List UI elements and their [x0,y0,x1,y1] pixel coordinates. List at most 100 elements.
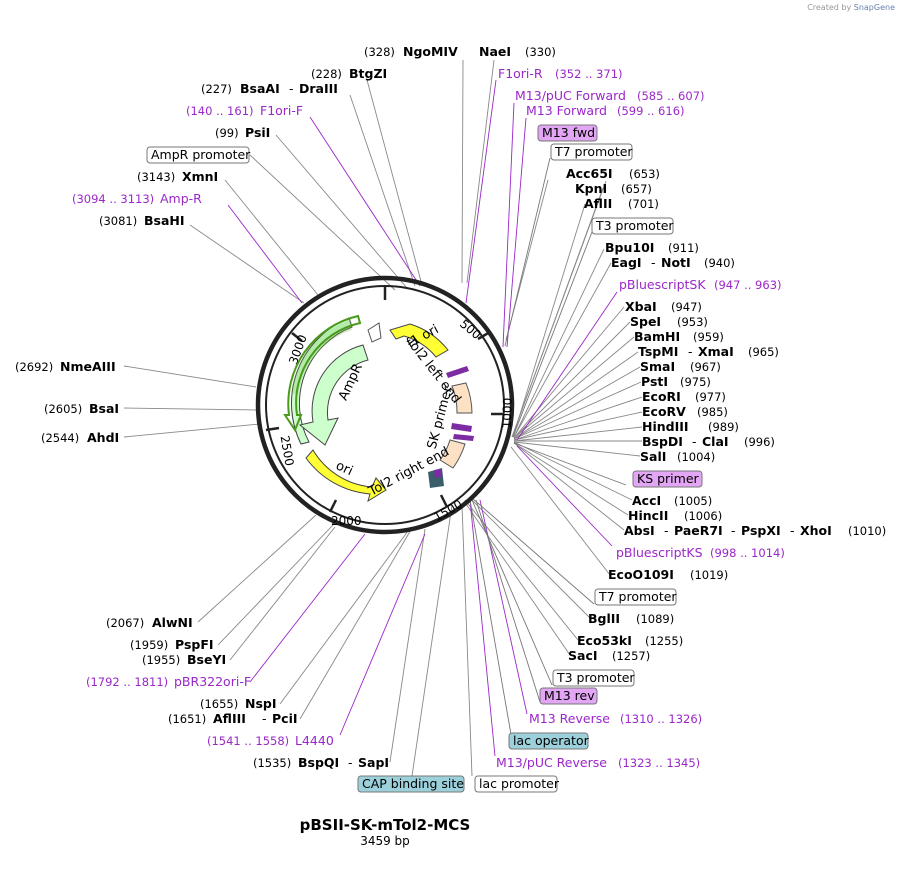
svg-text:BglII(1089): BglII(1089) [588,611,674,626]
sali-name: SalI [640,449,666,464]
t3-promoter-label-2: T3 promoter [556,670,635,685]
pspfi-pos: (1959) [130,638,168,652]
primer-mark-2 [451,423,472,432]
m13-reverse-name: M13 Reverse [529,711,610,726]
svg-text:(1651)AflIII-PciI: (1651)AflIII-PciI [168,711,298,726]
f1-ori-arrow [389,323,449,358]
m13-forward-range: (599 .. 616) [617,104,685,118]
top-labels: (328)NgoMIV NaeI(330) [364,44,556,59]
m13-rev-label: M13 rev [544,688,595,703]
bamhi-name: BamHI [634,329,680,344]
m13-reverse-range: (1310 .. 1326) [620,712,702,726]
t7-promoter-box-2 [594,588,677,606]
bpu10i-pos: (911) [668,241,699,255]
bspqi-pos: (1535) [253,756,291,770]
m13puc-fwd-name: M13/pUC Forward [515,88,626,103]
eagi-pos: (940) [704,256,735,270]
saci-pos: (1257) [612,649,650,663]
bseyi-pos: (1955) [142,653,180,667]
svg-text:AflII(701): AflII(701) [584,196,659,211]
pspxi-name: PspXI [741,523,781,538]
m13-fwd-label: M13 fwd [542,125,595,140]
svg-text:(1959)PspFI: (1959)PspFI [130,637,214,652]
svg-text:(1535)BspQI-SapI: (1535)BspQI-SapI [253,755,389,770]
ecori-name: EcoRI [642,389,681,404]
clai-name: ClaI [702,434,729,449]
psii-pos: (99) [215,126,239,140]
svg-text:(3143)XmnI: (3143)XmnI [137,169,218,184]
m13puc-rev-range: (1323 .. 1345) [618,756,700,770]
paer7i-name: PaeR7I [674,523,723,538]
svg-text:TspMI-XmaI(965): TspMI-XmaI(965) [638,344,779,359]
credit-prefix: Created by [807,3,852,12]
svg-text:(3081)BsaHI: (3081)BsaHI [99,213,185,228]
svg-text:(2605)BsaI: (2605)BsaI [44,401,119,416]
absi-sep3: - [790,523,795,538]
bsaai-name: BsaAI [240,81,280,96]
tick-2500: 2500 [278,434,297,467]
lac-operator-label: lac operator [513,733,590,748]
svg-text:NaeI(330): NaeI(330) [479,44,556,59]
svg-text:pBluescriptSK(947 .. 963): pBluescriptSK(947 .. 963) [619,277,782,292]
psii-name: PsiI [245,125,270,140]
bspdi-name: BspDI [642,434,683,449]
eagi-sep: - [651,255,656,270]
svg-text:(227)BsaAI-DraIII: (227)BsaAI-DraIII [201,81,338,96]
nspi-name: NspI [245,696,277,711]
m13-fwd-box [537,124,598,142]
xbai-pos: (947) [671,300,702,314]
bspqi-name: BspQI [298,755,339,770]
pcii-name: PciI [272,711,298,726]
feature-arrows [283,314,474,503]
svg-text:XbaI(947): XbaI (947) [625,299,702,314]
nmeaiii-pos: (2692) [15,360,53,374]
xmni-pos: (3143) [137,170,175,184]
t3-promoter-label-1: T3 promoter [595,218,674,233]
bsaai-sep: - [289,81,294,96]
kpni-name: KpnI [575,181,607,196]
alwni-pos: (2067) [106,616,144,630]
snapgene-credit: Created by SnapGene [807,3,895,12]
tspmi-pos: (965) [748,345,779,359]
noti-name: NotI [661,255,691,270]
ngomiv-name: NgoMIV [403,44,458,59]
naei-pos: (330) [525,45,556,59]
svg-text:pBluescriptKS(998 .. 1014): pBluescriptKS(998 .. 1014) [616,545,785,560]
f1ori-r-name: F1ori-R [498,66,543,81]
btgzi-pos: (228) [311,67,342,81]
lac-promoter-box [474,775,558,793]
m13-rev-box [539,687,598,705]
svg-text:(2067)AlwNI: (2067) AlwNI [106,615,193,630]
svg-text:EcoO109I(1019): EcoO109I(1019) [608,567,728,582]
primer-mark-3 [453,434,474,441]
left-labels: (228)BtgZI (227)BsaAI-DraIII (140 .. 161… [15,66,389,770]
hincii-name: HincII [628,508,668,523]
ampr-inner-line [283,314,362,433]
amp-r-name: Amp-R [160,191,202,206]
absi-sep2: - [731,523,736,538]
t3-promoter-box-1 [591,217,674,235]
btgzi-name: BtgZI [349,66,387,81]
xbai-name: XbaI [625,299,657,314]
ks-primer-label: KS primer [637,471,700,486]
pbluescriptks-name: pBluescriptKS [616,545,703,560]
bglii-pos: (1089) [636,612,674,626]
f1ori-f-name: F1ori-F [260,103,303,118]
saci-name: SacI [568,648,598,663]
afliii-name: AflIII [213,711,246,726]
ampr-promoter-arrow [367,322,382,343]
ahdi-pos: (2544) [41,431,79,445]
l4440-range: (1541 .. 1558) [207,734,289,748]
primer-mark-1 [446,366,469,378]
alwni-name: AlwNI [152,615,193,630]
bpu10i-name: Bpu10I [605,240,654,255]
bsaai-pos: (227) [201,82,232,96]
afliii-pos: (1651) [168,712,206,726]
svg-text:Acc65I(653): Acc65I(653) [566,166,660,181]
eco53ki-pos: (1255) [645,634,683,648]
nspi-pos: (1655) [200,697,238,711]
bsahi-name: BsaHI [144,213,185,228]
tspmi-name: TspMI [638,344,678,359]
bspqi-sep: - [348,755,353,770]
tick-1500: 1500 [431,497,464,524]
